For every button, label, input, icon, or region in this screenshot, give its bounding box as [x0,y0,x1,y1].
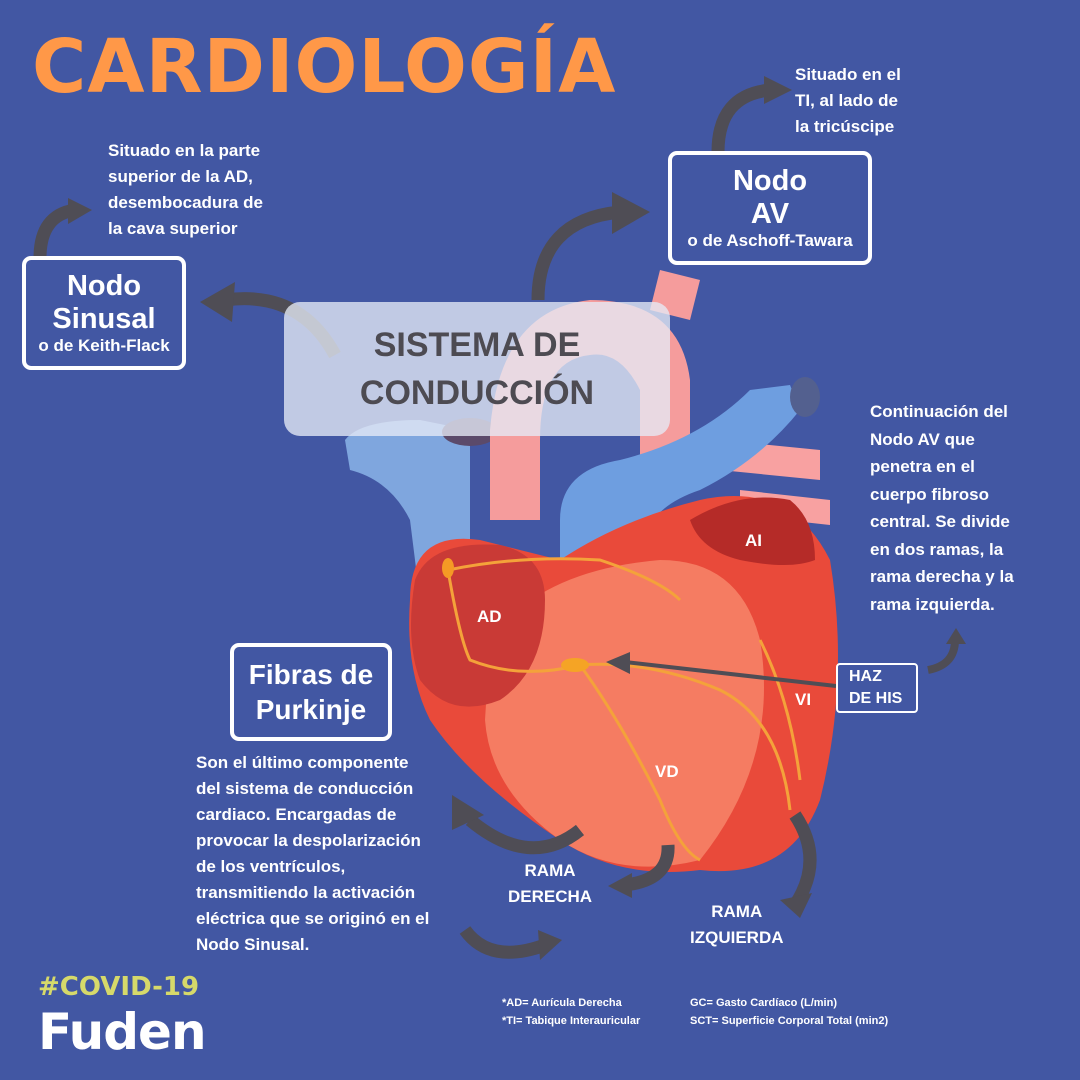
purkinje-box: Fibras de Purkinje [230,643,392,741]
footnote-gc: GC= Gasto Cardíaco (L/min) [690,997,837,1009]
arrowhead-icon [452,795,484,830]
arrowhead-icon [612,192,650,234]
arrowhead-icon [780,893,812,918]
haz-his-description: Continuación del Nodo AV que penetra en … [870,402,1014,614]
sa-node-dot [442,558,454,578]
right-atrium [411,544,545,707]
nodo-av-title: Nodo AV [732,165,808,230]
arrow-rama-derecha [624,844,675,892]
conduction-fibers [447,557,682,602]
label-ai: AI [745,531,762,550]
arrow-center-to-av [531,205,621,301]
page-title: CARDIOLOGÍA [32,24,617,110]
arrowhead-icon [538,930,562,960]
label-ad: AD [477,607,502,626]
nodo-sinusal-box: Nodo Sinusal o de Keith-Flack [22,256,186,370]
conduction-fibers [578,664,701,862]
purkinje-description: Son el último componente del sistema de … [196,753,430,954]
rama-derecha-label: RAMA DERECHA [508,861,593,906]
arrow-purkinje-down [459,925,548,959]
arrowhead-icon [606,652,630,674]
sistema-conduccion-box: SISTEMA DE CONDUCCIÓN [284,302,670,436]
arrow-rama-izquierda [789,811,817,909]
arrow-his-desc [927,639,959,674]
footnote-ti: *TI= Tabique Interauricular [502,1015,641,1027]
fuden-logo: Fuden [38,1003,207,1061]
arrowhead-icon [608,873,632,898]
nodo-av-description: Situado en el TI, al lado de la tricúsci… [795,65,901,136]
hashtag-covid: #COVID-19 [38,972,200,1002]
arrow-av-desc [711,83,771,153]
nodo-av-box: Nodo AV o de Aschoff-Tawara [668,151,872,265]
arrowhead-icon [68,198,92,224]
haz-de-his-box: HAZ DE HIS [836,663,918,713]
right-ventricle [485,560,764,867]
arrow-purkinje-up [465,814,585,855]
nodo-sinusal-title: Nodo Sinusal [52,270,156,335]
footnote-sct: SCT= Superficie Corporal Total (min2) [690,1015,889,1027]
purkinje-title: Fibras de Purkinje [248,659,374,725]
artery-opening [790,377,820,417]
arrowhead-icon [946,628,966,644]
label-vd: VD [655,762,679,781]
arrow-his-to-heart [624,660,837,688]
conduction-fibers [446,569,792,811]
footnote-ad: *AD= Aurícula Derecha [502,997,622,1009]
nodo-av-subtitle: o de Aschoff-Tawara [687,231,853,250]
pulmonary-artery [560,385,800,570]
arrowhead-icon [764,76,792,104]
conduction-fibers [758,639,802,781]
nodo-sinusal-description: Situado en la parte superior de la AD, d… [108,141,263,238]
left-atrium [690,497,815,565]
nodo-sinusal-subtitle: o de Keith-Flack [38,336,170,355]
label-vi: VI [795,690,812,709]
rama-izquierda-label: RAMA IZQUIERDA [690,902,784,947]
av-node-dot [561,658,589,672]
arrowhead-icon [200,282,235,322]
